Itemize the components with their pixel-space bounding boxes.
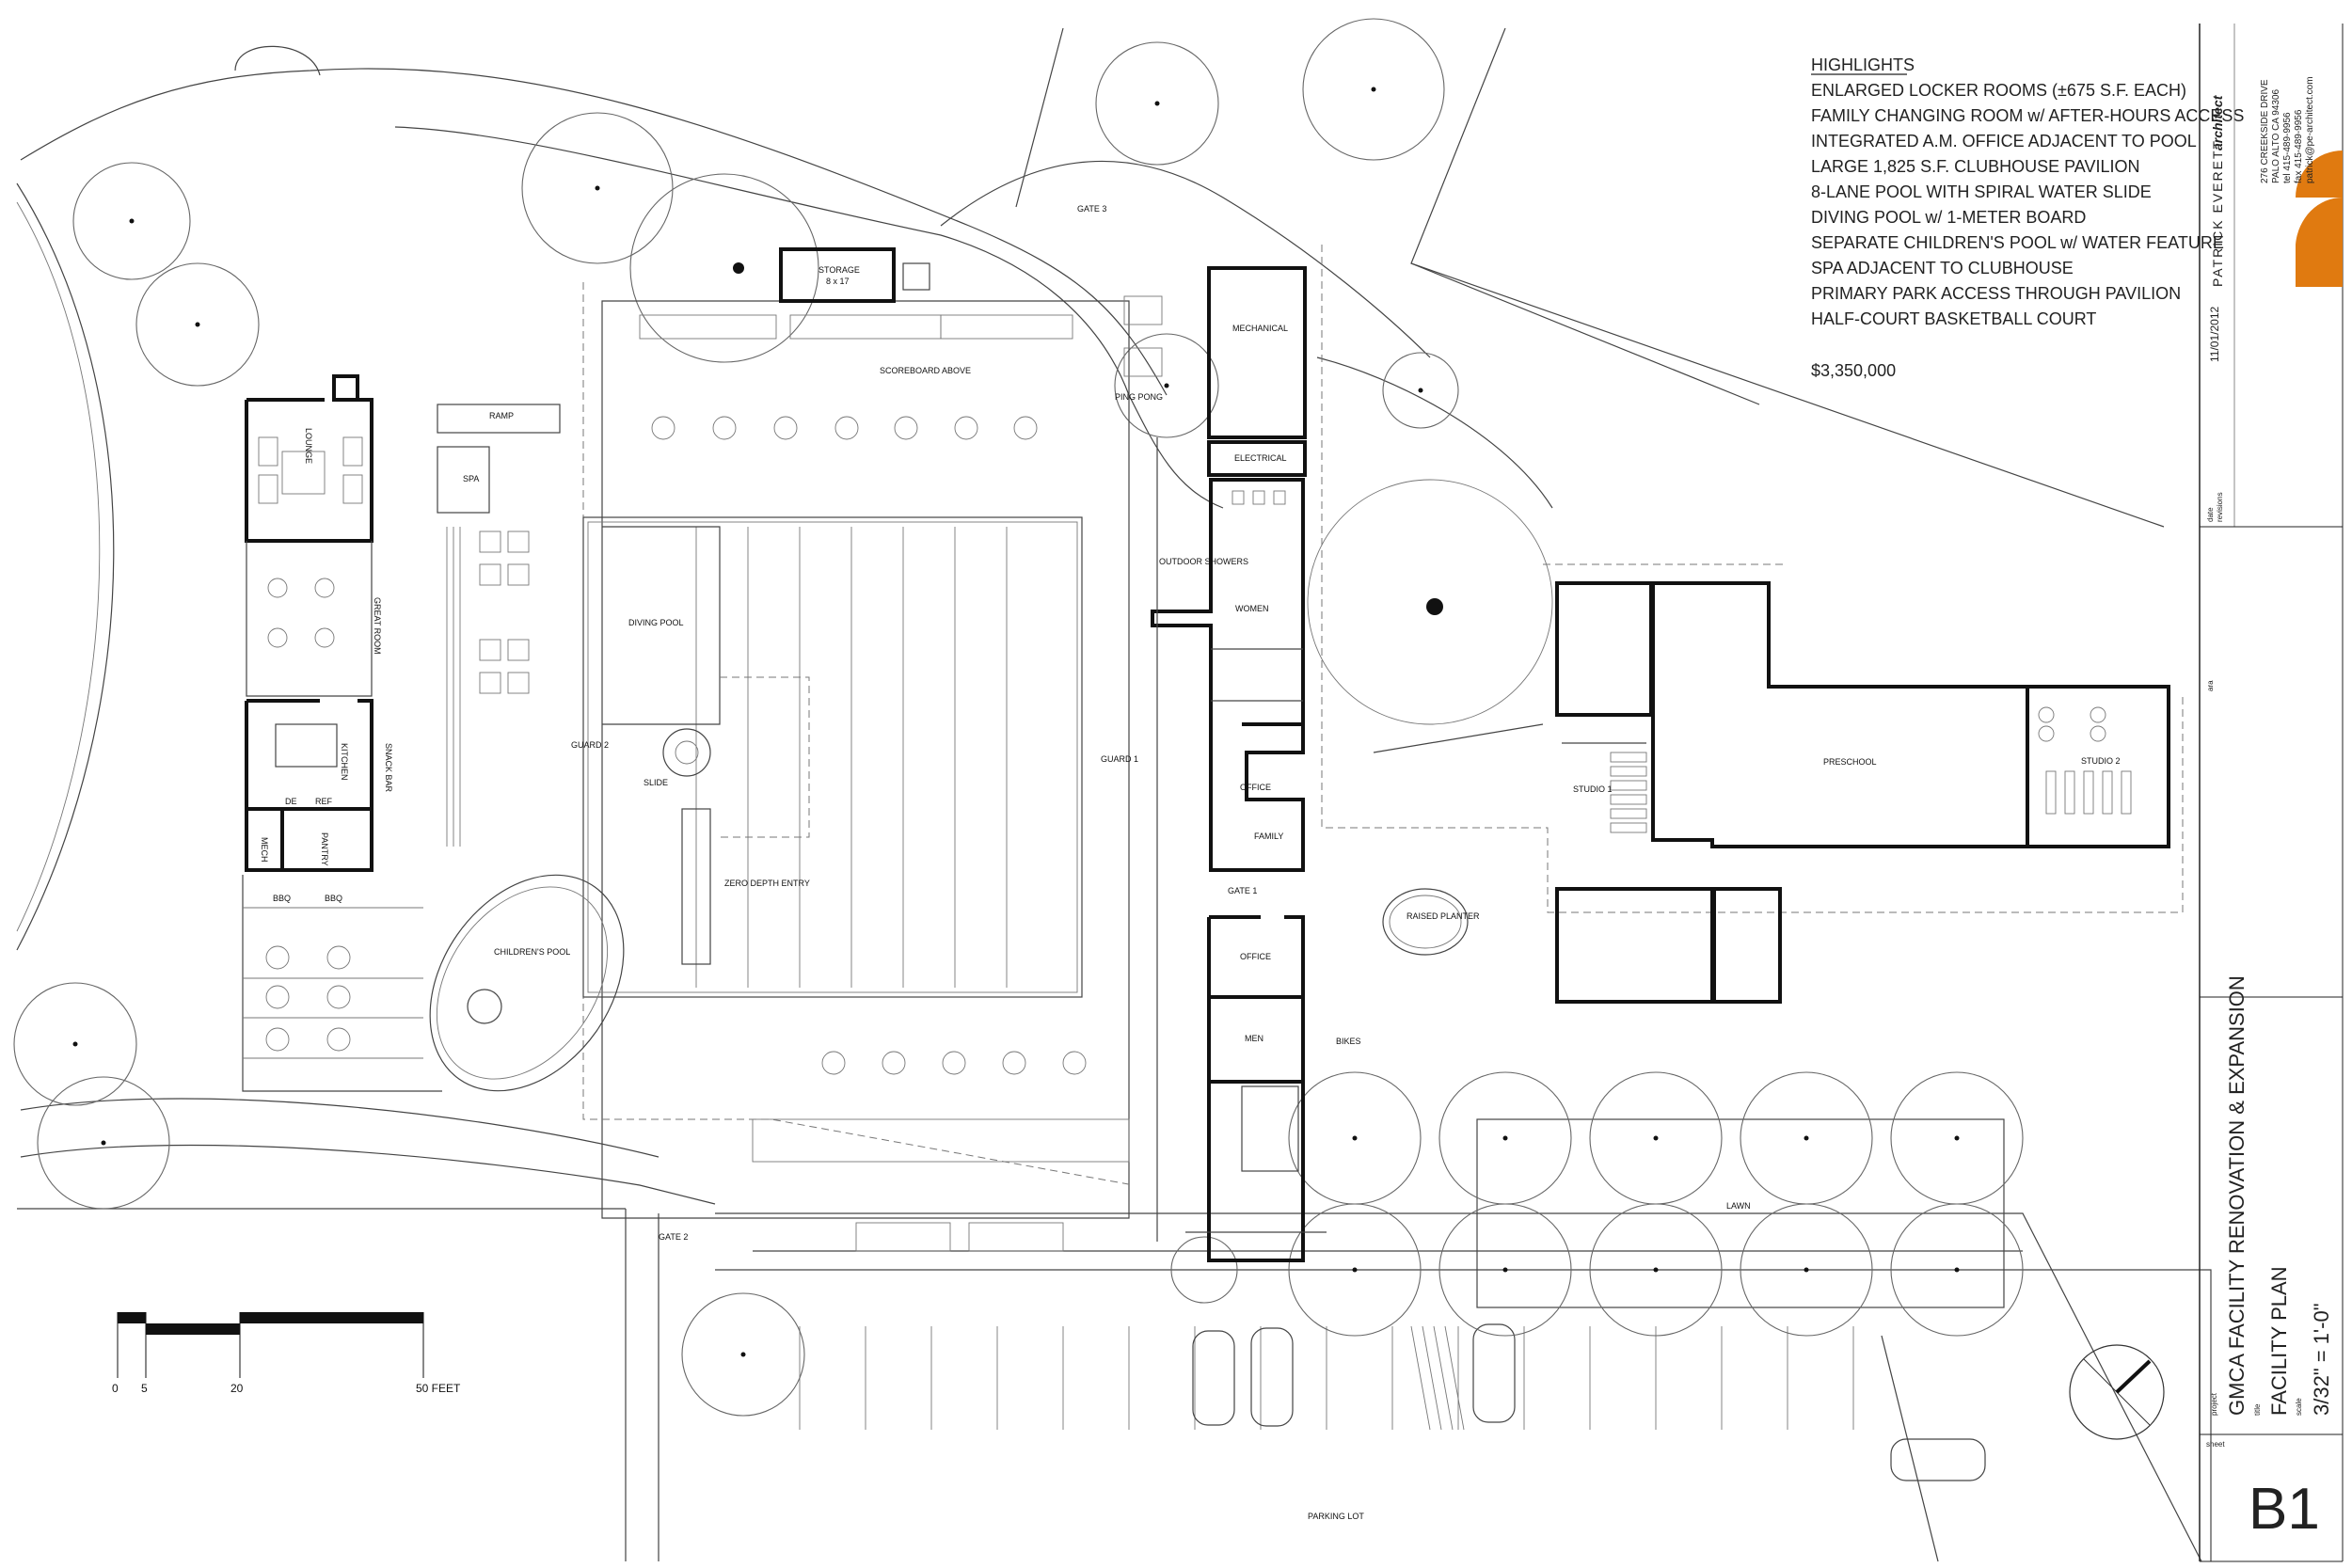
- label-parking-lot: PARKING LOT: [1308, 1512, 1364, 1521]
- label-studio1: STUDIO 1: [1573, 784, 1613, 794]
- lawn-area: [1476, 1118, 2005, 1308]
- sheet-field-label: sheet: [2206, 1440, 2225, 1449]
- highlight-item: FAMILY CHANGING ROOM w/ AFTER-HOURS ACCE…: [1811, 106, 2244, 125]
- label-lounge: LOUNGE: [304, 428, 313, 464]
- label-office-2: OFFICE: [1240, 952, 1271, 961]
- firm-logo-icon: [2296, 150, 2343, 198]
- drawing-scale: 3/32" = 1'-0": [2310, 1303, 2333, 1416]
- scale-tick-50: 50 FEET: [416, 1382, 461, 1395]
- scale-tick-5: 5: [141, 1382, 148, 1395]
- ramp: [437, 404, 561, 434]
- pool-deck: [429, 247, 1163, 1252]
- scale-bar: 0 5 20 50 FEET: [112, 1312, 461, 1395]
- preschool-building: [1321, 245, 2184, 1004]
- label-lawn: LAWN: [1726, 1201, 1751, 1211]
- scale-field-label: scale: [2295, 1398, 2303, 1416]
- clubhouse-pavilion: [242, 374, 461, 1092]
- label-spa: SPA: [463, 474, 479, 483]
- north-arrow-icon: [2069, 1344, 2165, 1440]
- parked-cars: [1192, 1323, 1986, 1481]
- raised-planter: [1382, 888, 1469, 956]
- main-pool: [582, 516, 1083, 998]
- highlight-item: SPA ADJACENT TO CLUBHOUSE: [1811, 259, 2074, 277]
- label-family: FAMILY: [1254, 832, 1283, 841]
- label-bbq-2: BBQ: [325, 894, 342, 903]
- highlight-item: ENLARGED LOCKER ROOMS (±675 S.F. EACH): [1811, 81, 2186, 100]
- site-context: [16, 27, 2212, 1562]
- label-women: WOMEN: [1235, 604, 1269, 613]
- firm-name: PATRICK EVERETT: [2210, 139, 2225, 287]
- label-bikes: BIKES: [1336, 1037, 1361, 1046]
- label-storage-size: 8 x 17: [826, 277, 850, 286]
- highlights-heading: HIGHLIGHTS: [1811, 55, 1915, 74]
- label-scoreboard: SCOREBOARD ABOVE: [880, 366, 971, 375]
- highlights-list: HIGHLIGHTS ENLARGED LOCKER ROOMS (±675 S…: [1811, 55, 2244, 380]
- label-gate1: GATE 1: [1228, 886, 1257, 895]
- trees: [13, 18, 2024, 1417]
- title-block: PATRICK EVERETT architect 276 CREEKSIDE …: [2199, 24, 2344, 1562]
- highlight-item: HALF-COURT BASKETBALL COURT: [1811, 309, 2096, 328]
- plan-labels: GATE 3 GATE 2 GATE 1 STORAGE 8 x 17 SCOR…: [260, 204, 2121, 1521]
- ara-field-label: ara: [2206, 680, 2215, 691]
- label-mechanical: MECHANICAL: [1232, 324, 1288, 333]
- label-childrens-pool: CHILDREN'S POOL: [494, 947, 570, 957]
- highlight-item: INTEGRATED A.M. OFFICE ADJACENT TO POOL: [1811, 132, 2197, 150]
- date-field-label: date: [2206, 507, 2215, 522]
- revision-field-label: revisions: [2216, 492, 2224, 522]
- locker-building: [1151, 266, 1327, 1262]
- label-gate3: GATE 3: [1077, 204, 1106, 214]
- highlight-item: 8-LANE POOL WITH SPIRAL WATER SLIDE: [1811, 182, 2152, 201]
- project-name: GMCA FACILITY RENOVATION & EXPANSION: [2225, 975, 2249, 1416]
- highlight-item: PRIMARY PARK ACCESS THROUGH PAVILION: [1811, 284, 2181, 303]
- label-outdoor-showers: OUTDOOR SHOWERS: [1159, 557, 1248, 566]
- label-kitchen: KITCHEN: [340, 743, 349, 781]
- scale-tick-20: 20: [230, 1382, 244, 1395]
- label-great-room: GREAT ROOM: [373, 597, 382, 655]
- label-guard2: GUARD 2: [571, 740, 609, 750]
- title-field-label: title: [2253, 1403, 2262, 1416]
- label-studio2: STUDIO 2: [2081, 756, 2121, 766]
- scale-tick-0: 0: [112, 1382, 119, 1395]
- label-slide: SLIDE: [644, 778, 668, 787]
- label-raised-planter: RAISED PLANTER: [1406, 911, 1480, 921]
- firm-address-2: PALO ALTO CA 94306: [2271, 88, 2281, 183]
- label-snack-bar: SNACK BAR: [384, 743, 393, 793]
- childrens-pool: [429, 874, 625, 1092]
- label-zero-depth: ZERO DEPTH ENTRY: [724, 879, 810, 888]
- highlight-item: LARGE 1,825 S.F. CLUBHOUSE PAVILION: [1811, 157, 2139, 176]
- label-ramp: RAMP: [489, 411, 514, 420]
- sheet-date: 11/01/2012: [2208, 307, 2221, 362]
- spa: [437, 446, 490, 514]
- label-guard1: GUARD 1: [1101, 754, 1138, 764]
- firm-address-1: 276 CREEKSIDE DRIVE: [2260, 79, 2270, 183]
- label-mech: MECH: [260, 837, 269, 863]
- highlight-item: DIVING POOL w/ 1-METER BOARD: [1811, 208, 2086, 227]
- label-electrical: ELECTRICAL: [1234, 453, 1287, 463]
- drawing-title: FACILITY PLAN: [2267, 1266, 2291, 1416]
- label-ref: REF: [315, 797, 333, 806]
- sheet-number: B1: [2249, 1477, 2320, 1542]
- firm-tel: tel 415-489-9956: [2282, 112, 2293, 183]
- project-cost: $3,350,000: [1811, 361, 1896, 380]
- label-ping-pong: PING PONG: [1115, 392, 1163, 402]
- label-de: DE: [285, 797, 297, 806]
- label-storage: STORAGE: [818, 265, 860, 275]
- label-office-1: OFFICE: [1240, 783, 1271, 792]
- firm-email: patrick@pe-architect.com: [2305, 76, 2315, 183]
- label-bbq-1: BBQ: [273, 894, 291, 903]
- label-men: MEN: [1245, 1034, 1263, 1043]
- firm-fax: fax 415-489-9956: [2294, 109, 2304, 183]
- firm-suffix: architect: [2210, 94, 2225, 150]
- label-gate2: GATE 2: [659, 1232, 688, 1242]
- label-pantry: PANTRY: [320, 832, 329, 866]
- project-field-label: project: [2210, 1392, 2218, 1416]
- label-preschool: PRESCHOOL: [1823, 757, 1877, 767]
- highlight-item: SEPARATE CHILDREN'S POOL w/ WATER FEATUR…: [1811, 233, 2224, 252]
- label-diving-pool: DIVING POOL: [628, 618, 684, 627]
